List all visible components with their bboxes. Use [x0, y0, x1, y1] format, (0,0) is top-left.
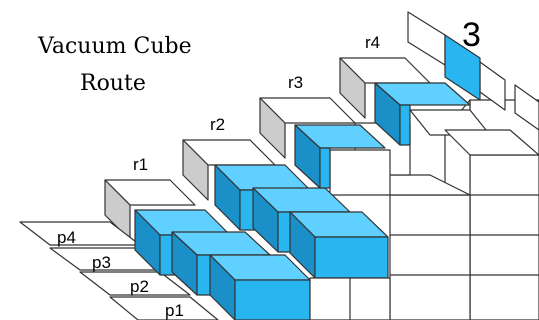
pad-label-p3: p3 — [92, 253, 111, 272]
row-label-r2: r2 — [210, 115, 225, 134]
blue-cubes — [134, 34, 481, 320]
foreground-blocks — [309, 277, 391, 320]
pad-label-p2: p2 — [130, 277, 149, 296]
stair-steps — [104, 57, 431, 241]
white-stack — [364, 11, 539, 320]
pad-label-p1: p1 — [165, 301, 184, 320]
pad-label-p4: p4 — [57, 228, 76, 247]
row-label-r4: r4 — [365, 33, 380, 52]
marker-number: 3 — [462, 16, 481, 54]
title-line-2: Route — [80, 71, 146, 96]
title-line-1: Vacuum Cube — [37, 34, 192, 59]
floor-pads — [19, 221, 219, 320]
row-label-r3: r3 — [288, 73, 303, 92]
row-label-r1: r1 — [133, 155, 148, 174]
